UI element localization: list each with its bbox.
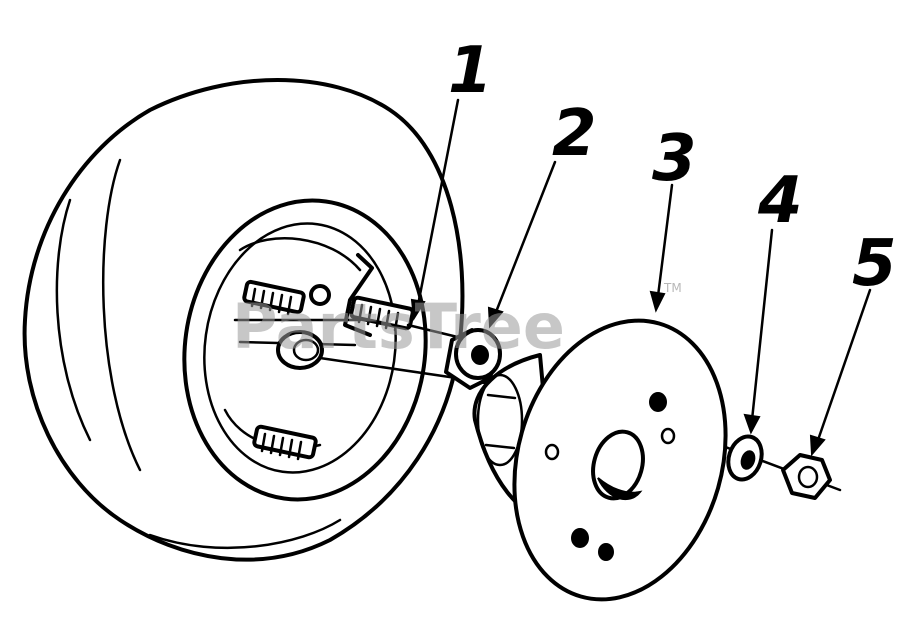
callout-1: 1 (448, 34, 493, 108)
callout-5: 5 (852, 227, 897, 301)
watermark-trademark: TM (663, 281, 682, 295)
leader-3 (656, 183, 674, 298)
callout-4: 4 (757, 164, 803, 238)
spring-clip (343, 253, 374, 337)
axle-stub (276, 330, 324, 370)
callout-2: 2 (552, 97, 597, 171)
lower-stud (252, 424, 318, 461)
callout-3: 3 (652, 122, 697, 196)
leader-2 (494, 160, 557, 314)
leader-lines (410, 98, 872, 457)
watermark-logo: PartsTree (232, 290, 565, 363)
wheel-assembly (22, 78, 465, 562)
leader-4 (750, 228, 774, 422)
upper-stud-right (349, 295, 415, 332)
washer (726, 434, 764, 482)
hub-bore (591, 429, 645, 501)
hub (472, 318, 728, 602)
rim-inner (203, 222, 397, 474)
nut (781, 453, 832, 500)
leader-5 (816, 288, 872, 442)
upper-stud-left (242, 279, 306, 316)
leader-1 (416, 98, 460, 307)
spacer (444, 328, 502, 390)
